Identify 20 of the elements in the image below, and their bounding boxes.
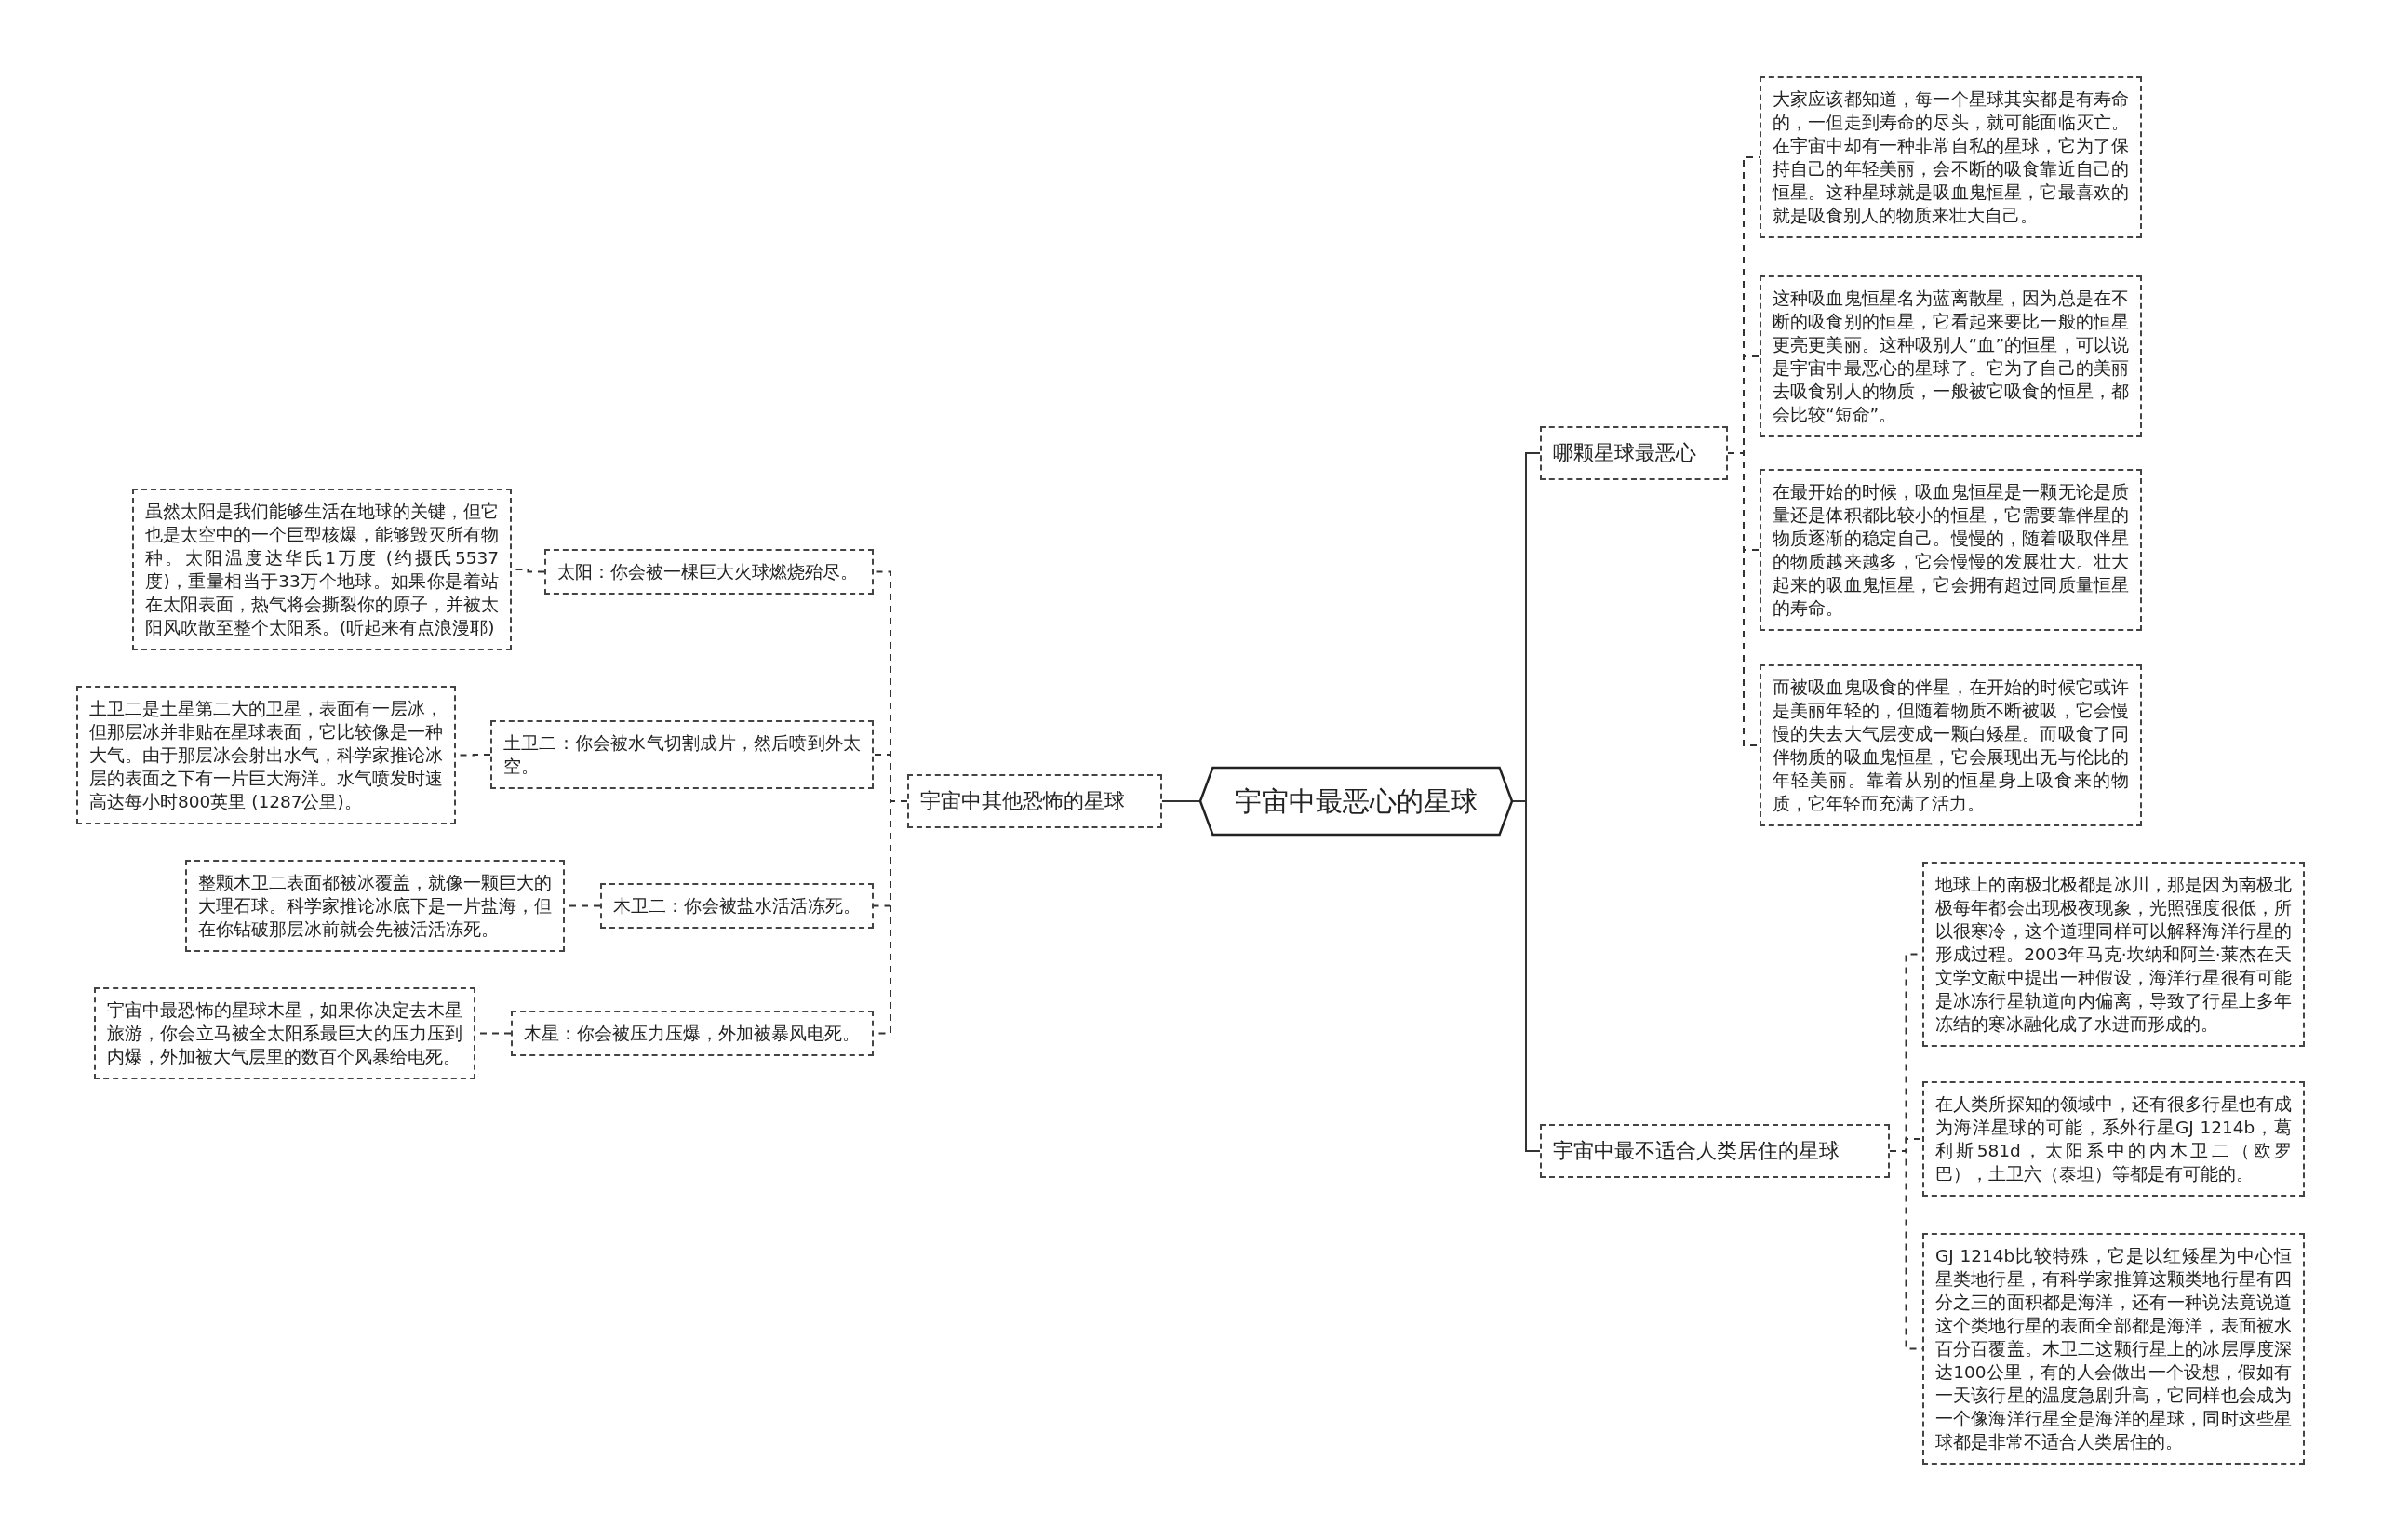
- topic-box: 哪颗星球最恶心: [1540, 426, 1728, 480]
- text-box: 宇宙中最恐怖的星球木星，如果你决定去木星旅游，你会立马被全太阳系最巨大的压力压到内爆，外加被大气层里的数百个风暴给电死。: [94, 986, 475, 1079]
- subtopic-box: 太阳：你会被一棵巨大火球燃烧殆尽。: [544, 548, 874, 595]
- text-box: 虽然太阳是我们能够生活在地球的关键，但它也是太空中的一个巨型核爆，能够毁灭所有物种。太阳温度达华氏1万度 (约摄氏5537度)，重量相当于33万个地球。如果你是着站在太阳表面，热气将会撕裂你的原子，并被太阳风吹散至整个太阳系。(听起来有点浪漫耶): [132, 489, 512, 650]
- text-box: 整颗木卫二表面都被冰覆盖，就像一颗巨大的大理石球。科学家推论冰底下是一片盐海，但在你钻破那层冰前就会先被活活冻死。: [185, 859, 565, 952]
- text-box: 在人类所探知的领域中，还有很多行星也有成为海洋星球的可能，系外行星GJ 1214b，葛利斯581d，太阳系中的内木卫二（欧罗巴），土卫六（泰坦）等都是有可能的。: [1922, 1081, 2305, 1197]
- text-box: GJ 1214b比较特殊，它是以红矮星为中心恒星类地行星，有科学家推算这颗类地行星有四分之三的面积都是海洋，还有一种说法竟说道这个类地行星的表面全部都是海洋，表面被水百分百覆盖。木卫二这颗行星上的冰层厚度深达100公里，有的人会做出一个设想，假如有一天该行星的温度急剧升高，它同样也会成为一个像海洋行星全是海洋的星球，同时这些星球都是非常不适合人类居住的。: [1922, 1232, 2305, 1465]
- topic-box: 宇宙中最不适合人类居住的星球: [1540, 1124, 1890, 1178]
- text-box: 这种吸血鬼恒星名为蓝离散星，因为总是在不断的吸食别的恒星，它看起来要比一般的恒星更亮更美丽。这种吸别人“血”的恒星，可以说是宇宙中最恶心的星球了。它为了自己的美丽去吸食别人的物质，一般被它吸食的恒星，都会比较“短命”。: [1760, 275, 2142, 437]
- topic-box: 宇宙中其他恐怖的星球: [907, 774, 1162, 828]
- central-topic-hexagon: 宇宙中最恶心的星球: [1200, 768, 1512, 835]
- text-box: 大家应该都知道，每一个星球其实都是有寿命的，一但走到寿命的尽头，就可能面临灭亡。在宇宙中却有一种非常自私的星球，它为了保持自己的年轻美丽，会不断的吸食靠近自己的恒星。这种星球就是吸血鬼恒星，它最喜欢的就是吸食别人的物质来壮大自己。: [1760, 76, 2142, 238]
- subtopic-box: 木卫二：你会被盐水活活冻死。: [600, 882, 874, 929]
- text-box: 地球上的南极北极都是冰川，那是因为南极北极每年都会出现极夜现象，光照强度很低，所以很寒冷，这个道理同样可以解释海洋行星的形成过程。2003年马克·坎纳和阿兰·莱杰在天文学文献中提出一种假设，海洋行星很有可能是冰冻行星轨道向内偏离，导致了行星上多年冻结的寒冰融化成了水进而形成的。: [1922, 861, 2305, 1047]
- text-box: 而被吸血鬼吸食的伴星，在开始的时候它或许是美丽年轻的，但随着物质不断被吸，它会慢慢的失去大气层变成一颗白矮星。而吸食了同伴物质的吸血鬼恒星，它会展现出无与伦比的年轻美丽。靠着从别的恒星身上吸食来的物质，它年轻而充满了活力。: [1760, 664, 2142, 826]
- text-box: 土卫二是土星第二大的卫星，表面有一层冰，但那层冰并非贴在星球表面，它比较像是一种大气。由于那层冰会射出水气，科学家推论冰层的表面之下有一片巨大海洋。水气喷发时速高达每小时800英里 (1287公里)。: [76, 685, 456, 824]
- connector-line: [1161, 800, 1201, 802]
- subtopic-box: 木星：你会被压力压爆，外加被暴风电死。: [511, 1010, 874, 1056]
- subtopic-box: 土卫二：你会被水气切割成片，然后喷到外太空。: [490, 720, 874, 789]
- text-box: 在最开始的时候，吸血鬼恒星是一颗无论是质量还是体积都比较小的恒星，它需要靠伴星的物质逐渐的稳定自己。慢慢的，随着吸取伴星的物质越来越多，它会慢慢的发展壮大。壮大起来的吸血鬼恒星，它会拥有超过同质量恒星的寿命。: [1760, 469, 2142, 631]
